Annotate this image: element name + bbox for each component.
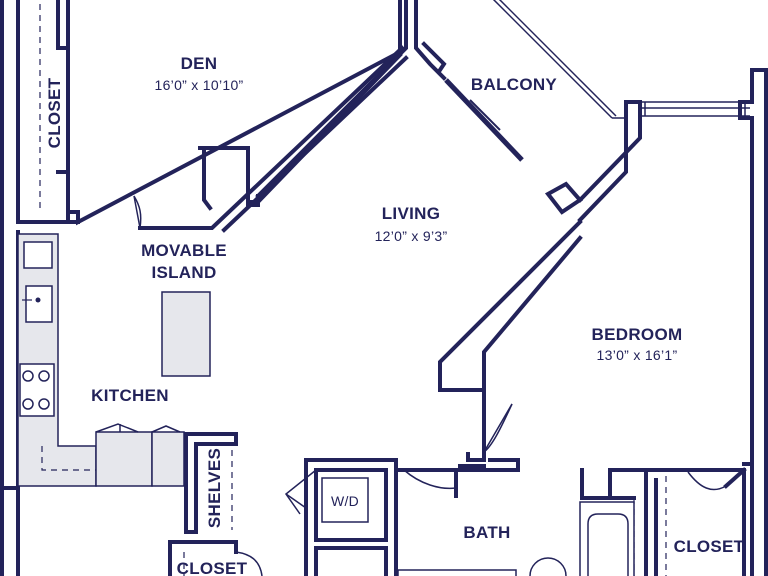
bedroom-size: 13’0” x 16’1” [597, 347, 678, 363]
shelves-label: SHELVES [205, 448, 224, 528]
bedroom-label: BEDROOM [592, 325, 683, 344]
living-size: 12’0” x 9’3” [375, 228, 448, 244]
movable-island-label-1: MOVABLE [141, 241, 227, 260]
bath-label: BATH [463, 523, 510, 542]
closet-right-label: CLOSET [674, 537, 745, 556]
balcony-label: BALCONY [471, 75, 558, 94]
den-size: 16’0” x 10’10” [154, 77, 243, 93]
den-label: DEN [181, 54, 218, 73]
closet-left-label: CLOSET [45, 77, 64, 148]
movable-island [161, 291, 211, 377]
wd-label: W/D [331, 493, 359, 509]
kitchen-counters [17, 233, 185, 487]
movable-island-label-2: ISLAND [151, 263, 216, 282]
kitchen-label: KITCHEN [91, 386, 169, 405]
closet-bottom-label: CLOSET [177, 559, 248, 576]
living-label: LIVING [382, 204, 440, 223]
